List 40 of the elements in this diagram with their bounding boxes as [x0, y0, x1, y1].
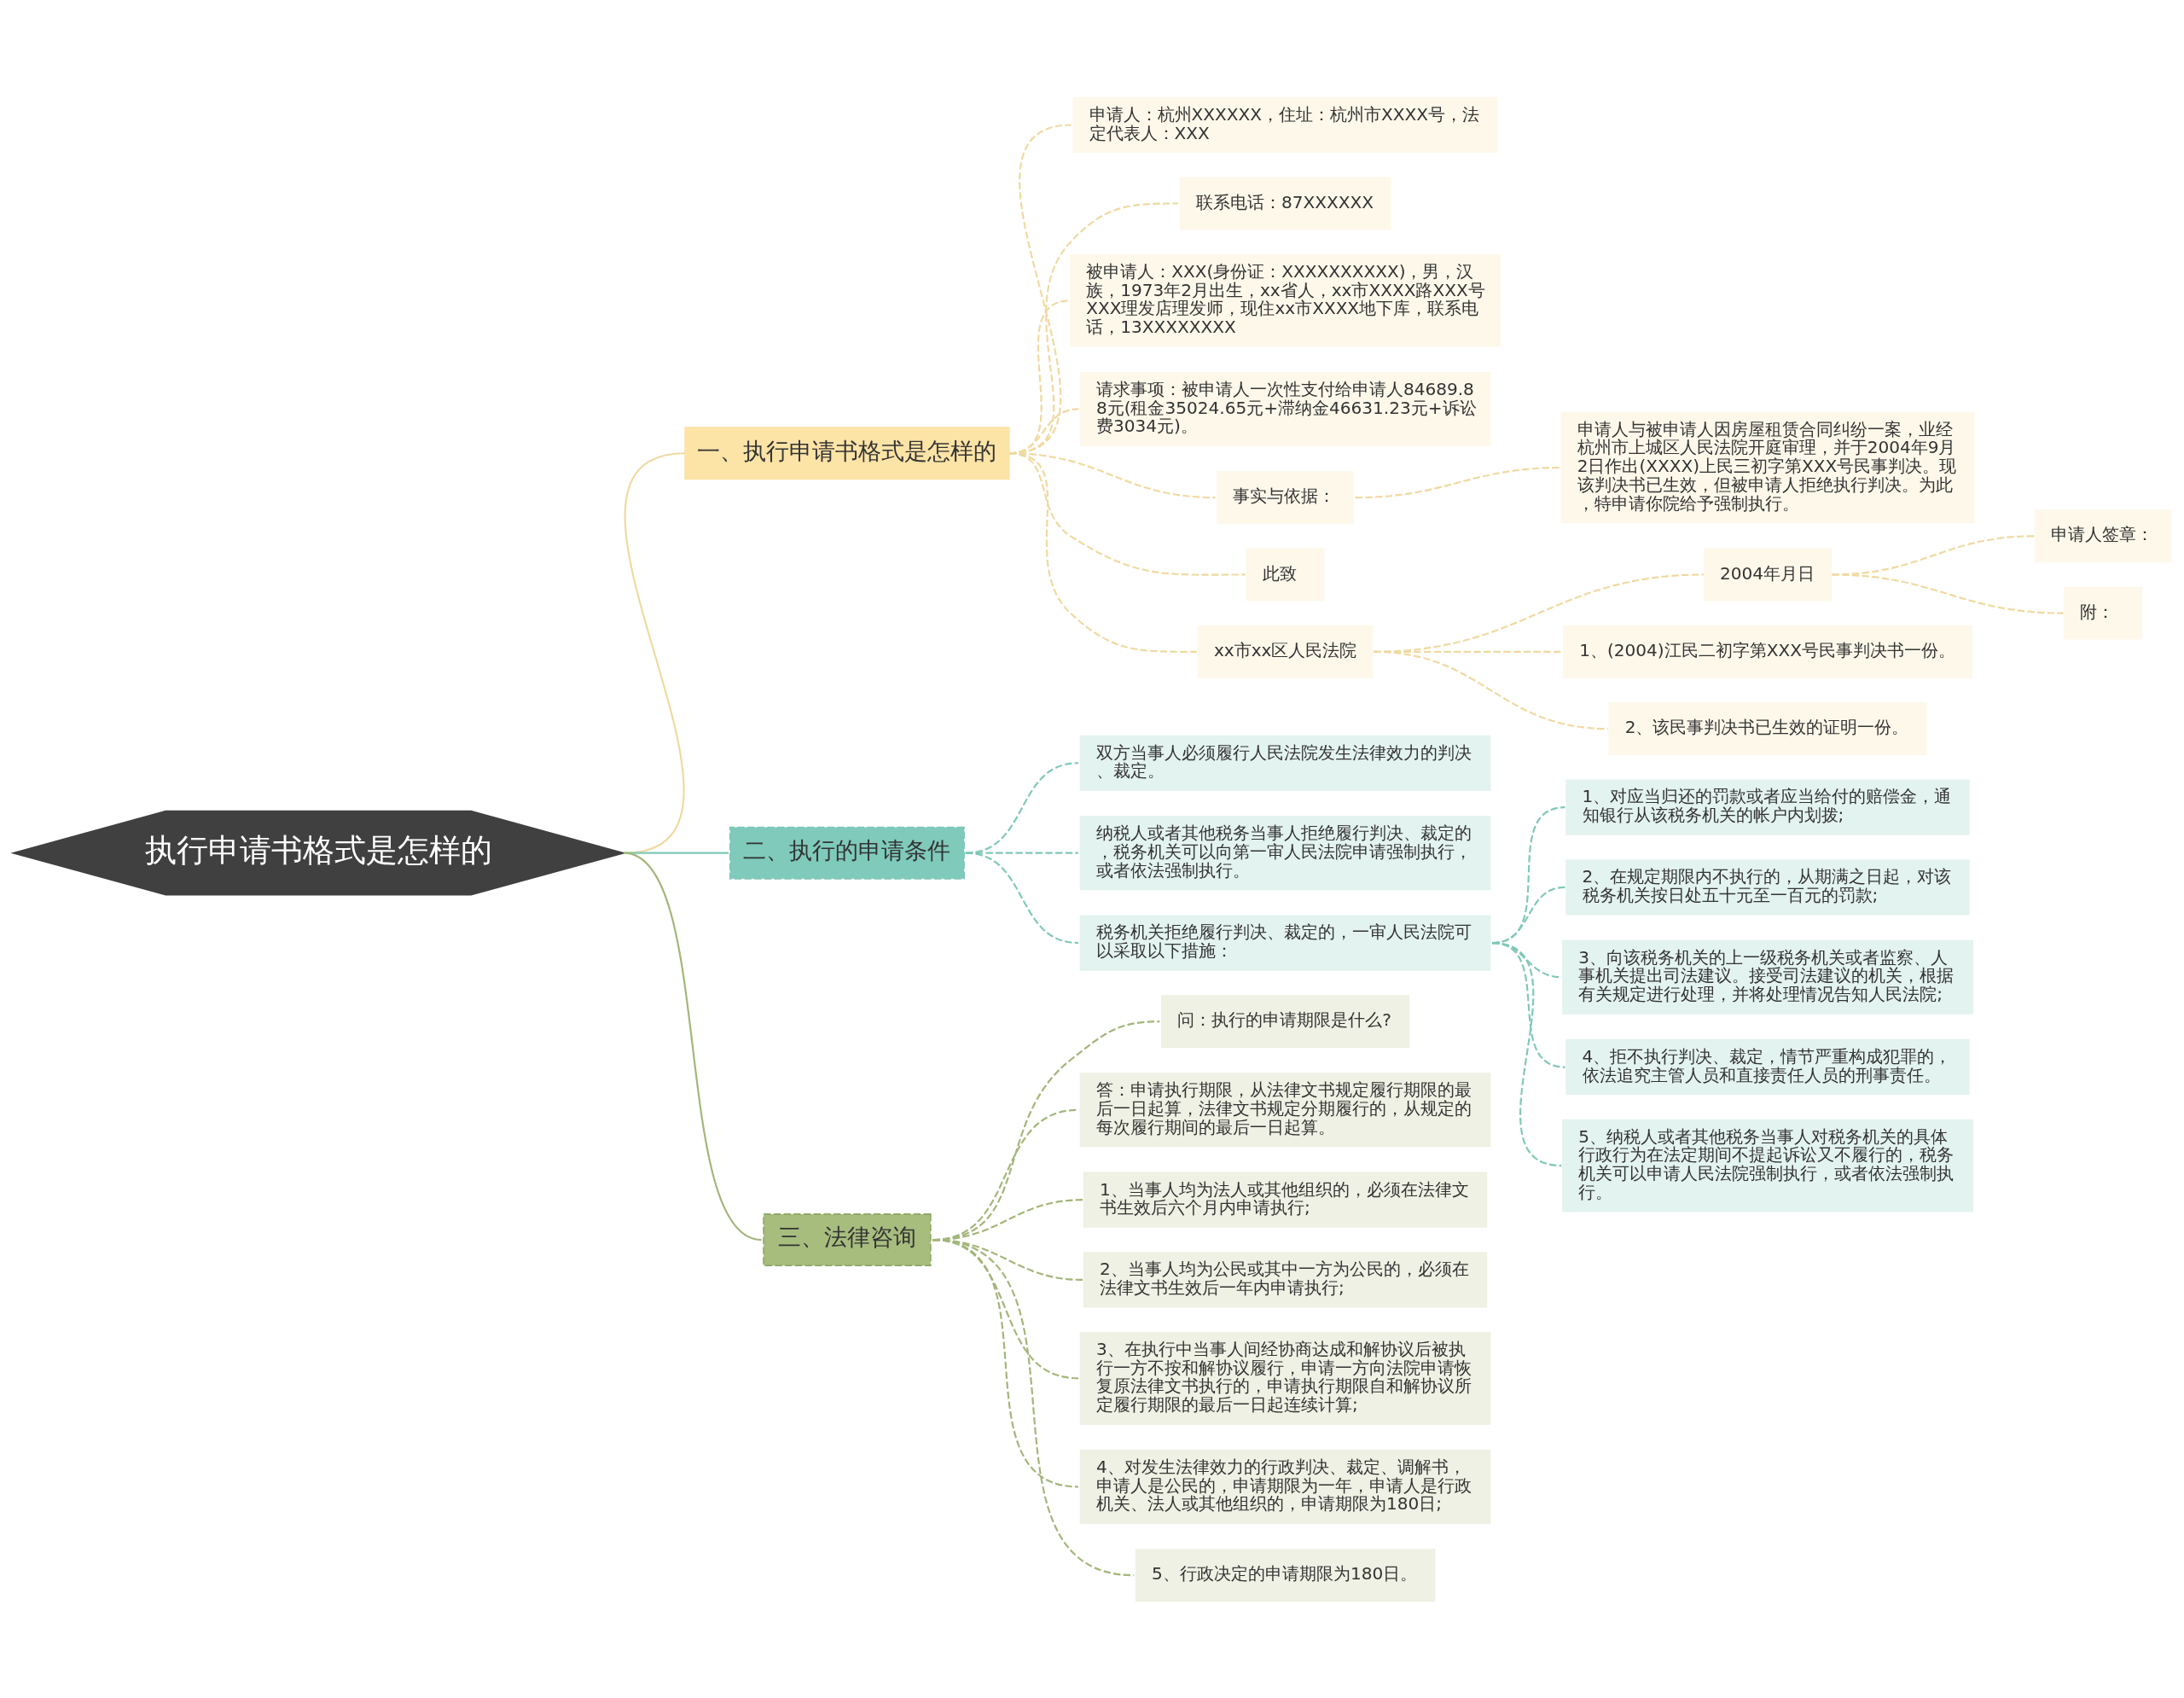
node-box: 5、行政决定的申请期限为180日。: [1135, 1548, 1436, 1602]
node-box: 纳税人或者其他税务当事人拒绝履行判决、裁定的，税务机关可以向第一审人民法院申请强制执行，或者依法强制执行。: [1079, 815, 1491, 890]
node-box: 事实与依据：: [1217, 470, 1354, 524]
connector: [1832, 573, 2064, 614]
node-box: 问：执行的申请期限是什么?: [1161, 994, 1410, 1048]
connector: [932, 1238, 1135, 1576]
node-box: 1、(2004)江民二初字第XXX号民事判决书一份。: [1562, 625, 1973, 678]
connector: [1355, 466, 1562, 498]
node-box: 2004年月日: [1703, 548, 1833, 601]
connector: [1491, 941, 1562, 1166]
node-box: 1、当事人均为法人或其他组织的，必须在法律文书生效后六个月内申请执行;: [1083, 1172, 1488, 1228]
node-box: 2、该民事判决书已生效的证明一份。: [1608, 701, 1927, 755]
node-box: 申请人与被申请人因房屋租赁合同纠纷一案，业经杭州市上城区人民法院开庭审理，并于2004年9月2日作出(XXXX)上民三初字第XXX号民事判决。现该判决书已生效，但被申请人拒绝执行判决。为此，特申请你院给予强制执行。: [1560, 411, 1975, 523]
connector: [623, 852, 762, 1241]
node-box: 答：申请执行期限，从法律文书规定履行期限的最后一日起算，法律文书规定分期履行的，从规定的每次履行期间的最后一日起算。: [1079, 1072, 1491, 1147]
node-box: 2、当事人均为公民或其中一方为公民的，必须在法律文书生效后一年内申请执行;: [1083, 1251, 1488, 1307]
node-box: 5、纳税人或者其他税务当事人对税务机关的具体行政行为在法定期间不提起诉讼又不履行的，税务机关可以申请人民法院强制执行，或者依法强制执行。: [1562, 1119, 1973, 1212]
node-box: 联系电话：87XXXXXX: [1179, 177, 1391, 230]
connector: [965, 852, 1079, 944]
node-box: 请求事项：被申请人一次性支付给申请人84689.88元(租金35024.65元+滞纳金46631.23元+诉讼费3034元)。: [1079, 371, 1491, 446]
node-box: 三、法律咨询: [763, 1212, 932, 1266]
node-box: 一、执行申请书格式是怎样的: [684, 426, 1010, 480]
node-box: 双方当事人必须履行人民法院发生法律效力的判决、裁定。: [1079, 735, 1491, 791]
node-box: 申请人：杭州XXXXXX，住址：杭州市XXXX号，法定代表人：XXX: [1072, 96, 1498, 153]
node-box: 申请人签章：: [2034, 509, 2172, 562]
connector: [1008, 451, 1197, 653]
node-box: 2、在规定期限内不执行的，从期满之日起，对该税务机关按日处五十元至一百元的罚款;: [1565, 858, 1970, 915]
node-box: 4、对发生法律效力的行政判决、裁定、调解书，申请人是公民的，申请期限为一年，申请人是行政机关、法人或其他组织的，申请期限为180日;: [1079, 1449, 1491, 1524]
node-box: 被申请人：XXX(身份证：XXXXXXXXXX)，男，汉族，1973年2月出生，xx省人，xx市XXXX路XXX号XXX理发店理发师，现住xx市XXXX地下库，联系电话，13XXXXXXXX: [1069, 253, 1502, 347]
node-box: 3、向该税务机关的上一级税务机关或者监察、人事机关提出司法建议。接受司法建议的机关，根据有关规定进行处理，并将处理情况告知人民法院;: [1562, 939, 1973, 1015]
node-box: 1、对应当归还的罚款或者应当给付的赔偿金，通知银行从该税务机关的帐户内划拨;: [1565, 779, 1970, 835]
node-box: 二、执行的申请条件: [729, 826, 965, 880]
node-box: xx市xx区人民法院: [1197, 625, 1374, 678]
node-box: 4、拒不执行判决、裁定，情节严重构成犯罪的，依法追究主管人员和直接责任人员的刑事责任。: [1565, 1038, 1970, 1095]
connector: [623, 451, 686, 854]
connector: [1374, 650, 1608, 730]
node-box: 税务机关拒绝履行判决、裁定的，一审人民法院可以采取以下措施：: [1079, 914, 1491, 971]
node-box: 3、在执行中当事人间经协商达成和解协议后被执行一方不按和解协议履行，申请一方向法院申请恢复原法律文书执行的，申请执行期限自和解协议所定履行期限的最后一日起连续计算;: [1079, 1331, 1491, 1425]
node-box: 附：: [2064, 586, 2143, 640]
node-box: 此致: [1246, 548, 1325, 601]
